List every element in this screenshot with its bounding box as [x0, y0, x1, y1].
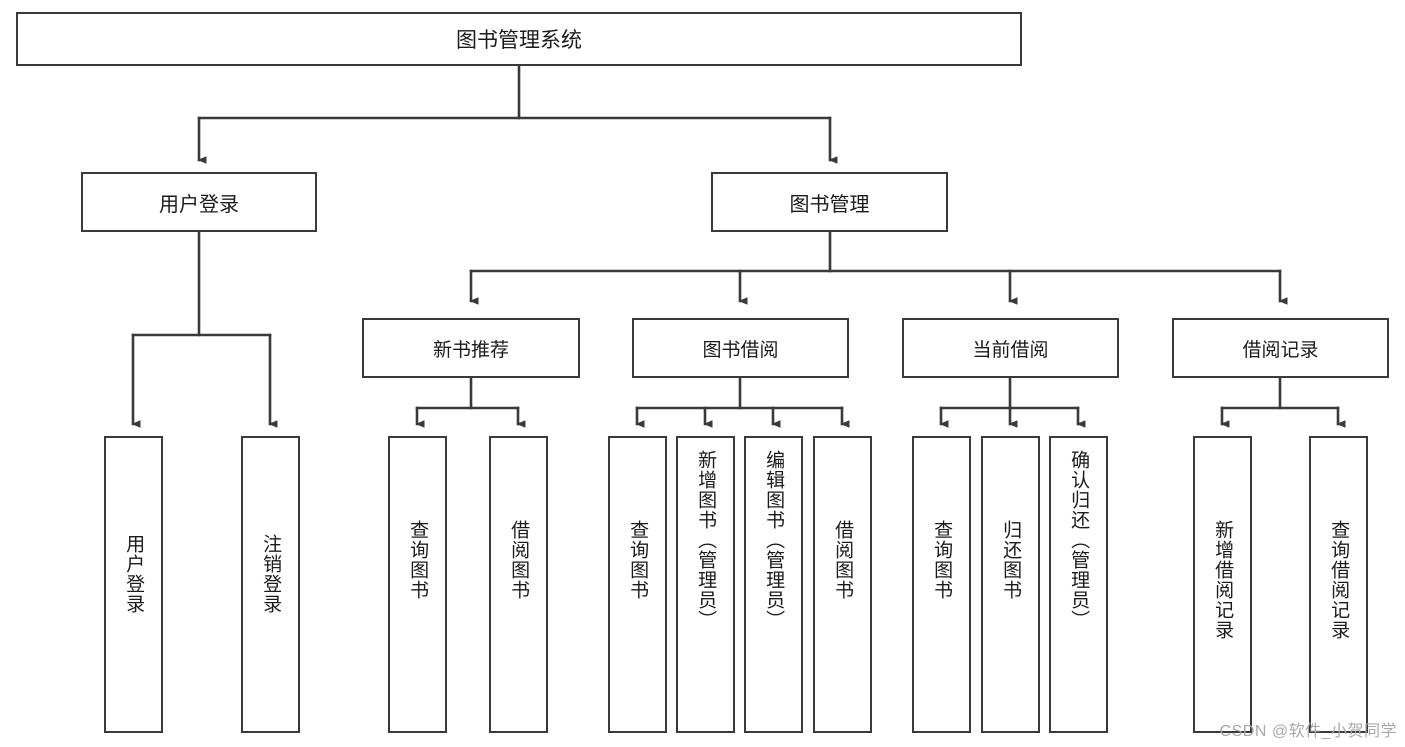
- leaf-user-logout[interactable]: 注销登录: [241, 436, 300, 733]
- leaf-query-borrow-record[interactable]: 查询借阅记录: [1309, 436, 1368, 733]
- node-label: 图书管理: [789, 193, 870, 216]
- csdn-watermark: CSDN @软件_小贺同学: [1219, 723, 1397, 740]
- leaf-label: 查询图书: [627, 520, 649, 600]
- leaf-query-book-borrow[interactable]: 查询图书: [608, 436, 667, 733]
- leaf-label: 查询借阅记录: [1328, 520, 1350, 640]
- leaf-label: 借阅图书: [832, 520, 854, 600]
- leaf-label: 查询图书: [407, 520, 429, 600]
- leaf-query-book-current[interactable]: 查询图书: [912, 436, 971, 733]
- node-label: 图书管理系统: [456, 29, 582, 52]
- leaf-user-login[interactable]: 用户登录: [104, 436, 163, 733]
- node-user-login[interactable]: 用户登录: [81, 172, 317, 232]
- node-book-management[interactable]: 图书管理: [711, 172, 948, 232]
- node-book-borrow[interactable]: 图书借阅: [632, 318, 849, 378]
- leaf-label: 确认归还（管理员）: [1068, 450, 1090, 630]
- node-label: 用户登录: [159, 193, 239, 216]
- leaf-return-book[interactable]: 归还图书: [981, 436, 1040, 733]
- leaf-confirm-return[interactable]: 确认归还（管理员）: [1049, 436, 1108, 733]
- leaf-label: 归还图书: [1000, 520, 1022, 600]
- leaf-borrow-book-recommend[interactable]: 借阅图书: [489, 436, 548, 733]
- leaf-add-book[interactable]: 新增图书（管理员）: [676, 436, 735, 733]
- leaf-edit-book[interactable]: 编辑图书（管理员）: [744, 436, 803, 733]
- leaf-label: 新增借阅记录: [1212, 520, 1234, 640]
- leaf-query-book-recommend[interactable]: 查询图书: [388, 436, 447, 733]
- node-current-borrow[interactable]: 当前借阅: [902, 318, 1119, 378]
- leaf-label: 新增图书（管理员）: [695, 450, 717, 630]
- node-label: 新书推荐: [432, 339, 509, 361]
- node-label: 借阅记录: [1242, 339, 1319, 361]
- node-new-book-recommend[interactable]: 新书推荐: [362, 318, 580, 378]
- leaf-label: 用户登录: [123, 534, 145, 614]
- leaf-label: 查询图书: [931, 520, 953, 600]
- node-root-book-management-system[interactable]: 图书管理系统: [16, 12, 1022, 66]
- leaf-label: 编辑图书（管理员）: [763, 450, 785, 630]
- leaf-add-borrow-record[interactable]: 新增借阅记录: [1193, 436, 1252, 733]
- node-label: 当前借阅: [972, 339, 1049, 361]
- leaf-borrow-book[interactable]: 借阅图书: [813, 436, 872, 733]
- node-borrow-record[interactable]: 借阅记录: [1172, 318, 1389, 378]
- node-label: 图书借阅: [702, 339, 779, 361]
- leaf-label: 借阅图书: [508, 520, 530, 600]
- leaf-label: 注销登录: [260, 534, 282, 614]
